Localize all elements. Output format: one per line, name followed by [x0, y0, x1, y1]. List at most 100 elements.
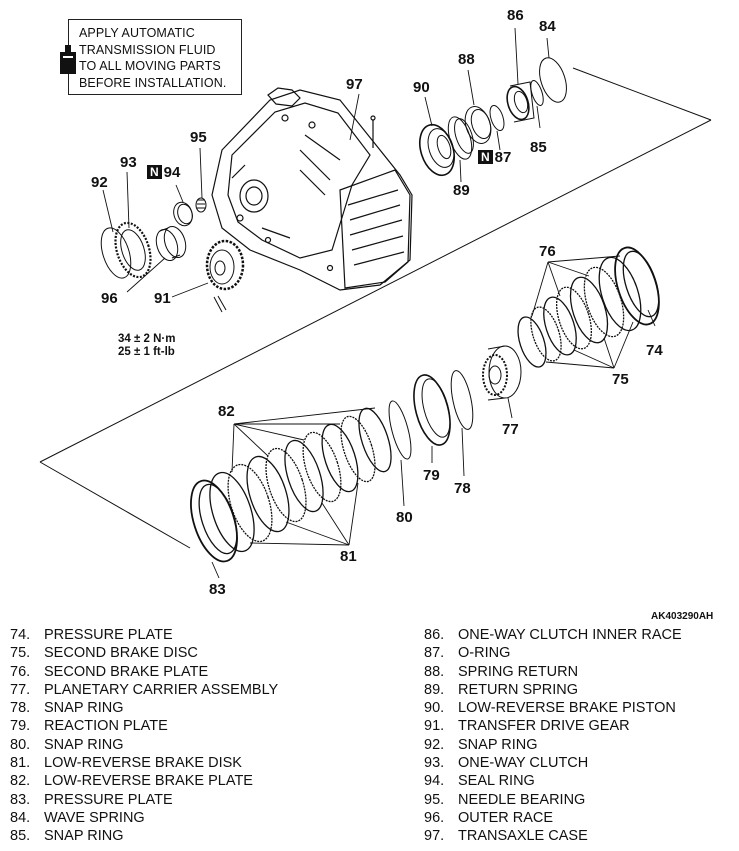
callout-76: 76 [539, 243, 556, 260]
spring-return-88 [464, 106, 492, 144]
legend-item: 85. SNAP RING [10, 827, 278, 845]
exploded-diagram [39, 27, 712, 579]
legend-part-name: SPRING RETURN [458, 663, 579, 680]
legend-number: 92. [424, 736, 445, 753]
callout-86: 86 [507, 7, 524, 24]
legend-item: 82. LOW-REVERSE BRAKE PLATE [10, 772, 278, 790]
callout-87-number: 87 [494, 149, 512, 166]
legend-item: 74.PRESSURE PLATE [10, 626, 278, 644]
legend-part-name: NEEDLE BEARING [458, 791, 586, 808]
outer-race-96 [155, 225, 187, 262]
callout-82: 82 [218, 403, 235, 420]
callout-85: 85 [530, 139, 547, 156]
parts-legend-left: 74.PRESSURE PLATE 75.SECOND BRAKE DISC 7… [10, 626, 278, 846]
snap-ring-80 [388, 400, 412, 460]
guide-line-lower [39, 461, 191, 549]
legend-part-name: O-RING [458, 645, 511, 662]
callout-95: 95 [190, 129, 207, 146]
legend-number: 97. [424, 828, 445, 845]
legend-number: 91. [424, 718, 445, 735]
callout-74: 74 [646, 342, 663, 359]
callout-94-number: 94 [163, 164, 181, 181]
legend-number: 88. [424, 663, 445, 680]
legend-part-name: RETURN SPRING [458, 681, 579, 698]
legend-part-name: SECOND BRAKE PLATE [44, 663, 209, 680]
transfer-drive-gear-91 [205, 239, 245, 313]
legend-part-name: SNAP RING [44, 700, 124, 717]
callout-90: 90 [413, 79, 430, 96]
legend-number: 87. [424, 645, 445, 662]
wave-spring-84 [539, 57, 567, 103]
legend-item: 84.WAVE SPRING [10, 809, 278, 827]
legend-part-name: OUTER RACE [458, 809, 554, 826]
legend-number: 80. [10, 736, 31, 753]
legend-number: 79. [10, 718, 31, 735]
transaxle-case [211, 87, 413, 291]
legend-part-name: PLANETARY CARRIER ASSEMBLY [44, 681, 279, 698]
legend-number: 75. [10, 645, 31, 662]
callout-77: 77 [502, 421, 519, 438]
callout-80: 80 [396, 509, 413, 526]
callout-79: 79 [423, 467, 440, 484]
legend-part-name: SNAP RING [44, 828, 124, 845]
legend-part-name: REACTION PLATE [44, 718, 168, 735]
notice-line: APPLY AUTOMATIC [79, 26, 195, 40]
legend-part-name: ONE-WAY CLUTCH INNER RACE [458, 627, 682, 643]
snap-ring-92 [100, 227, 132, 279]
legend-item: 90.LOW-REVERSE BRAKE PISTON [424, 699, 682, 717]
legend-item: 81.LOW-REVERSE BRAKE DISK [10, 754, 278, 772]
legend-part-name: SNAP RING [458, 736, 538, 753]
legend-number: 94. [424, 773, 445, 790]
legend-item: 76. SECOND BRAKE PLATE [10, 663, 278, 681]
oil-can-icon [60, 45, 76, 74]
legend-number: 82. [10, 773, 31, 790]
parts-legend-right: 86. ONE-WAY CLUTCH INNER RACE 87. O-RING 8… [424, 626, 682, 846]
legend-item: 94. SEAL RING [424, 772, 682, 790]
one-way-clutch-inner-race-86 [506, 81, 535, 123]
legend-item: 79. REACTION PLATE [10, 717, 278, 735]
legend-item: 78.SNAP RING [10, 699, 278, 717]
guide-line-upper [572, 67, 712, 121]
fluid-notice-text: APPLY AUTOMATIC TRANSMISSION FLUID TO AL… [79, 25, 226, 91]
low-reverse-brake-piston-90 [418, 123, 456, 177]
legend-part-name: PRESSURE PLATE [44, 791, 173, 808]
snap-ring-78 [450, 370, 474, 430]
legend-number: 74. [10, 627, 31, 643]
one-way-clutch-93 [114, 221, 152, 279]
guide-line-middle [39, 119, 712, 463]
legend-part-name: SEAL RING [458, 773, 535, 790]
legend-number: 85. [10, 828, 31, 845]
legend-part-name: LOW-REVERSE BRAKE DISK [44, 755, 242, 772]
reaction-plate-79 [413, 374, 451, 446]
legend-item: 88. SPRING RETURN [424, 663, 682, 681]
legend-number: 83. [10, 791, 31, 808]
legend-part-name: LOW-REVERSE BRAKE PLATE [44, 773, 253, 790]
torque-imperial: 25 ± 1 ft-lb [118, 346, 175, 358]
legend-item: 75.SECOND BRAKE DISC [10, 644, 278, 662]
callout-97: 97 [346, 76, 363, 93]
legend-item: 87. O-RING [424, 644, 682, 662]
legend-item: 97. TRANSAXLE CASE [424, 827, 682, 845]
legend-item: 92. SNAP RING [424, 736, 682, 754]
snap-ring-85 [530, 80, 544, 106]
leader-lines [102, 27, 656, 579]
legend-item: 91.TRANSFER DRIVE GEAR [424, 717, 682, 735]
legend-number: 77. [10, 681, 31, 698]
legend-part-name: WAVE SPRING [44, 809, 145, 826]
legend-number: 76. [10, 663, 31, 680]
legend-part-name: TRANSAXLE CASE [458, 828, 588, 845]
legend-number: 86. [424, 627, 445, 643]
planetary-carrier-assembly-77 [482, 345, 522, 401]
o-ring-87 [489, 104, 505, 132]
callout-84: 84 [539, 18, 556, 35]
legend-number: 90. [424, 700, 445, 717]
legend-item: 83. PRESSURE PLATE [10, 791, 278, 809]
callout-91: 91 [154, 290, 171, 307]
torque-metric: 34 ± 2 N·m [118, 333, 176, 345]
torque-spec: 34 ± 2 N·m 25 ± 1 ft-lb [118, 333, 175, 359]
legend-item: 86. ONE-WAY CLUTCH INNER RACE [424, 626, 682, 644]
callout-83: 83 [209, 581, 226, 598]
drawing-code: AK403290AH [651, 611, 714, 622]
legend-item: 96.OUTER RACE [424, 809, 682, 827]
